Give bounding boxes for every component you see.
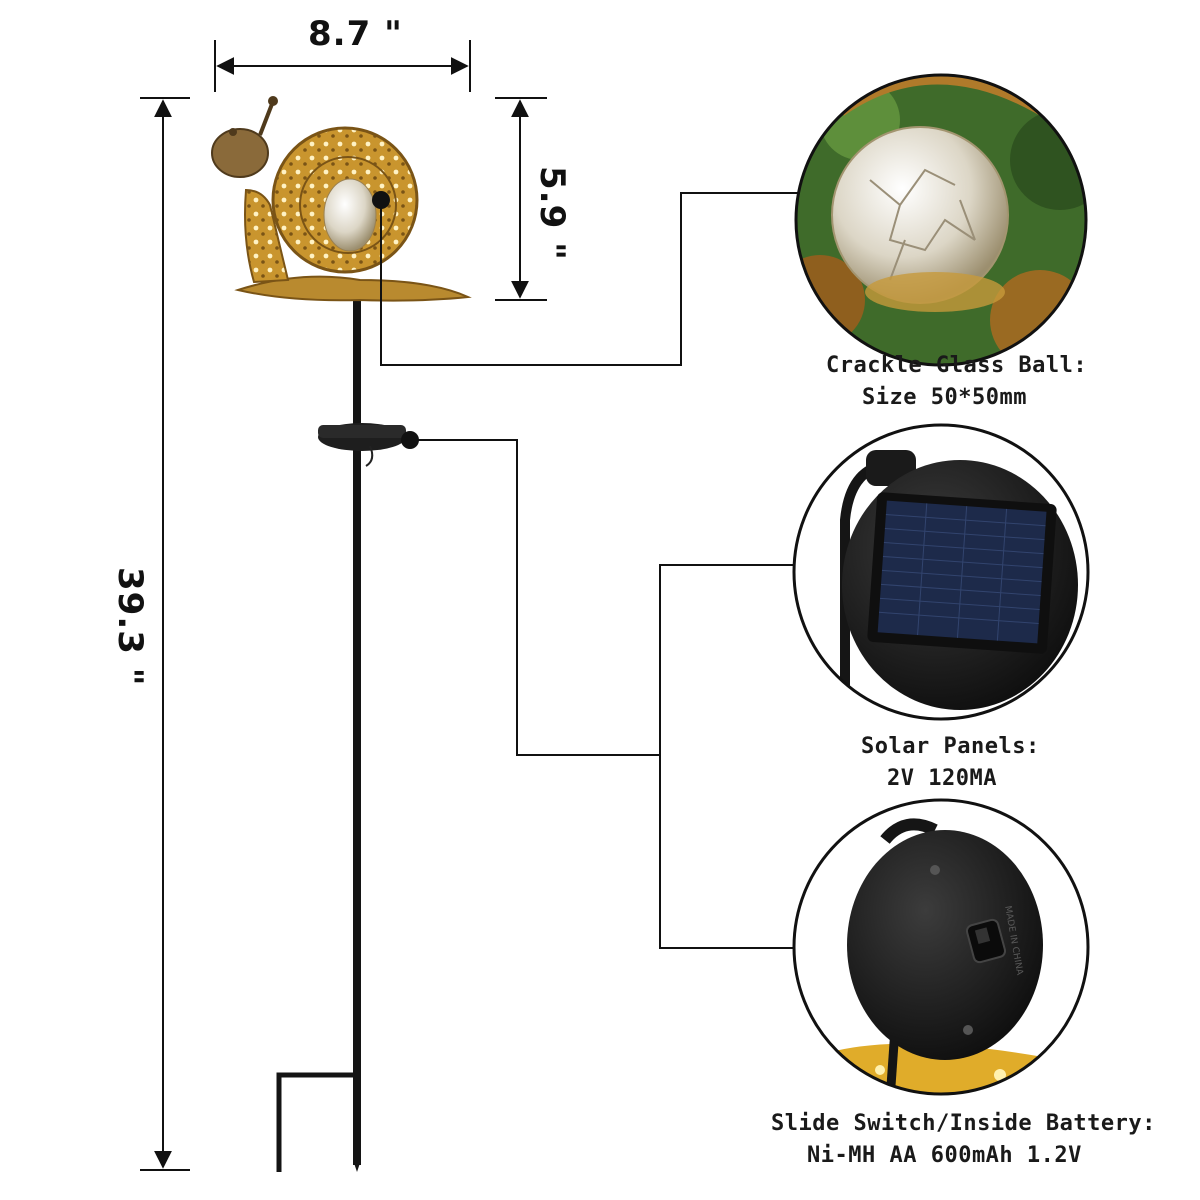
width-dimension-label: 8.7 " (308, 14, 403, 54)
total-height-dimension-label: 39.3 " (110, 567, 150, 687)
battery-caption: Slide Switch/Inside Battery: Ni-MH AA 60… (771, 1108, 1156, 1172)
battery-title: Slide Switch/Inside Battery: (771, 1111, 1156, 1136)
width-dimension-line (214, 40, 471, 92)
glass-ball-caption: Crackle Glass Ball: Size 50*50mm (826, 350, 1087, 414)
slide-switch-icon (965, 918, 1007, 964)
height-dimension-line (495, 97, 547, 301)
glass-ball-icon (794, 73, 1088, 367)
solar-panel-detail: 2V 120MA (887, 766, 997, 791)
glass-ball-leader (372, 191, 800, 366)
height-dimension-label: 5.9 " (532, 166, 572, 261)
glass-ball-detail: Size 50*50mm (862, 385, 1027, 410)
total-height-dimension-line (140, 97, 190, 1171)
solar-panel-title: Solar Panels: (861, 734, 1040, 759)
battery-housing-icon (792, 798, 1090, 1096)
glass-ball-title: Crackle Glass Ball: (826, 353, 1088, 378)
solar-panel-icon (792, 423, 1090, 721)
solar-panel-leader (401, 431, 808, 949)
battery-detail: Ni-MH AA 600mAh 1.2V (807, 1143, 1082, 1168)
solar-panel-caption: Solar Panels: 2V 120MA (861, 731, 1040, 795)
snail-lamp-icon (211, 96, 472, 1172)
